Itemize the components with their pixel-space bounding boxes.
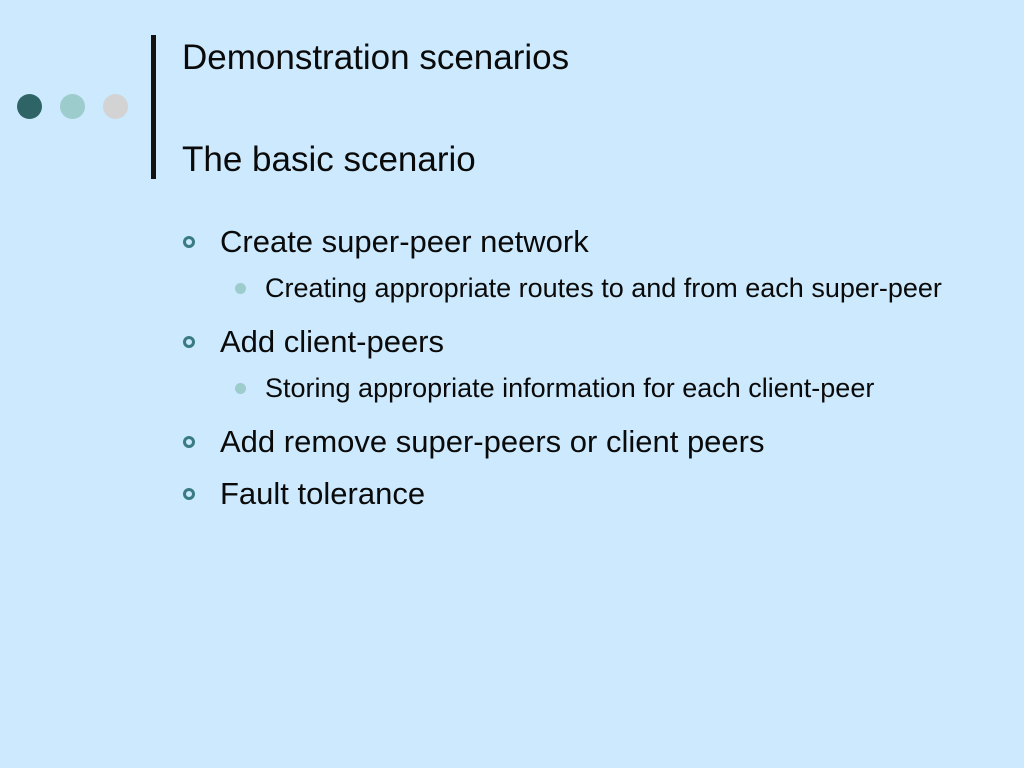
dot-dark [17,94,42,119]
ring-bullet-icon [183,336,195,348]
ring-bullet-icon [183,436,195,448]
ring-bullet-icon [183,236,195,248]
sub-bullet-item: Creating appropriate routes to and from … [183,268,1003,308]
sub-bullet-text: Storing appropriate information for each… [265,373,875,403]
decorative-dots [17,94,128,119]
bullet-item: Add client-peers [183,324,1003,360]
bullet-text: Create super-peer network [220,224,589,259]
title-divider-bar [151,35,156,179]
slide-content: Create super-peer network Creating appro… [183,224,1003,512]
sub-bullet-item: Storing appropriate information for each… [183,368,1003,408]
sub-bullet-text: Creating appropriate routes to and from … [265,273,942,303]
bullet-text: Fault tolerance [220,476,426,511]
dot-mid [60,94,85,119]
dot-light [103,94,128,119]
bullet-item: Create super-peer network [183,224,1003,260]
bullet-text: Add client-peers [220,324,445,359]
slide-title: Demonstration scenarios The basic scenar… [182,40,982,244]
title-line-2: The basic scenario [182,140,476,179]
bullet-item: Add remove super-peers or client peers [183,424,1003,460]
ring-bullet-icon [183,488,195,500]
dot-bullet-icon [235,383,246,394]
title-line-1: Demonstration scenarios [182,38,570,77]
bullet-item: Fault tolerance [183,476,1003,512]
bullet-text: Add remove super-peers or client peers [220,424,765,459]
dot-bullet-icon [235,283,246,294]
